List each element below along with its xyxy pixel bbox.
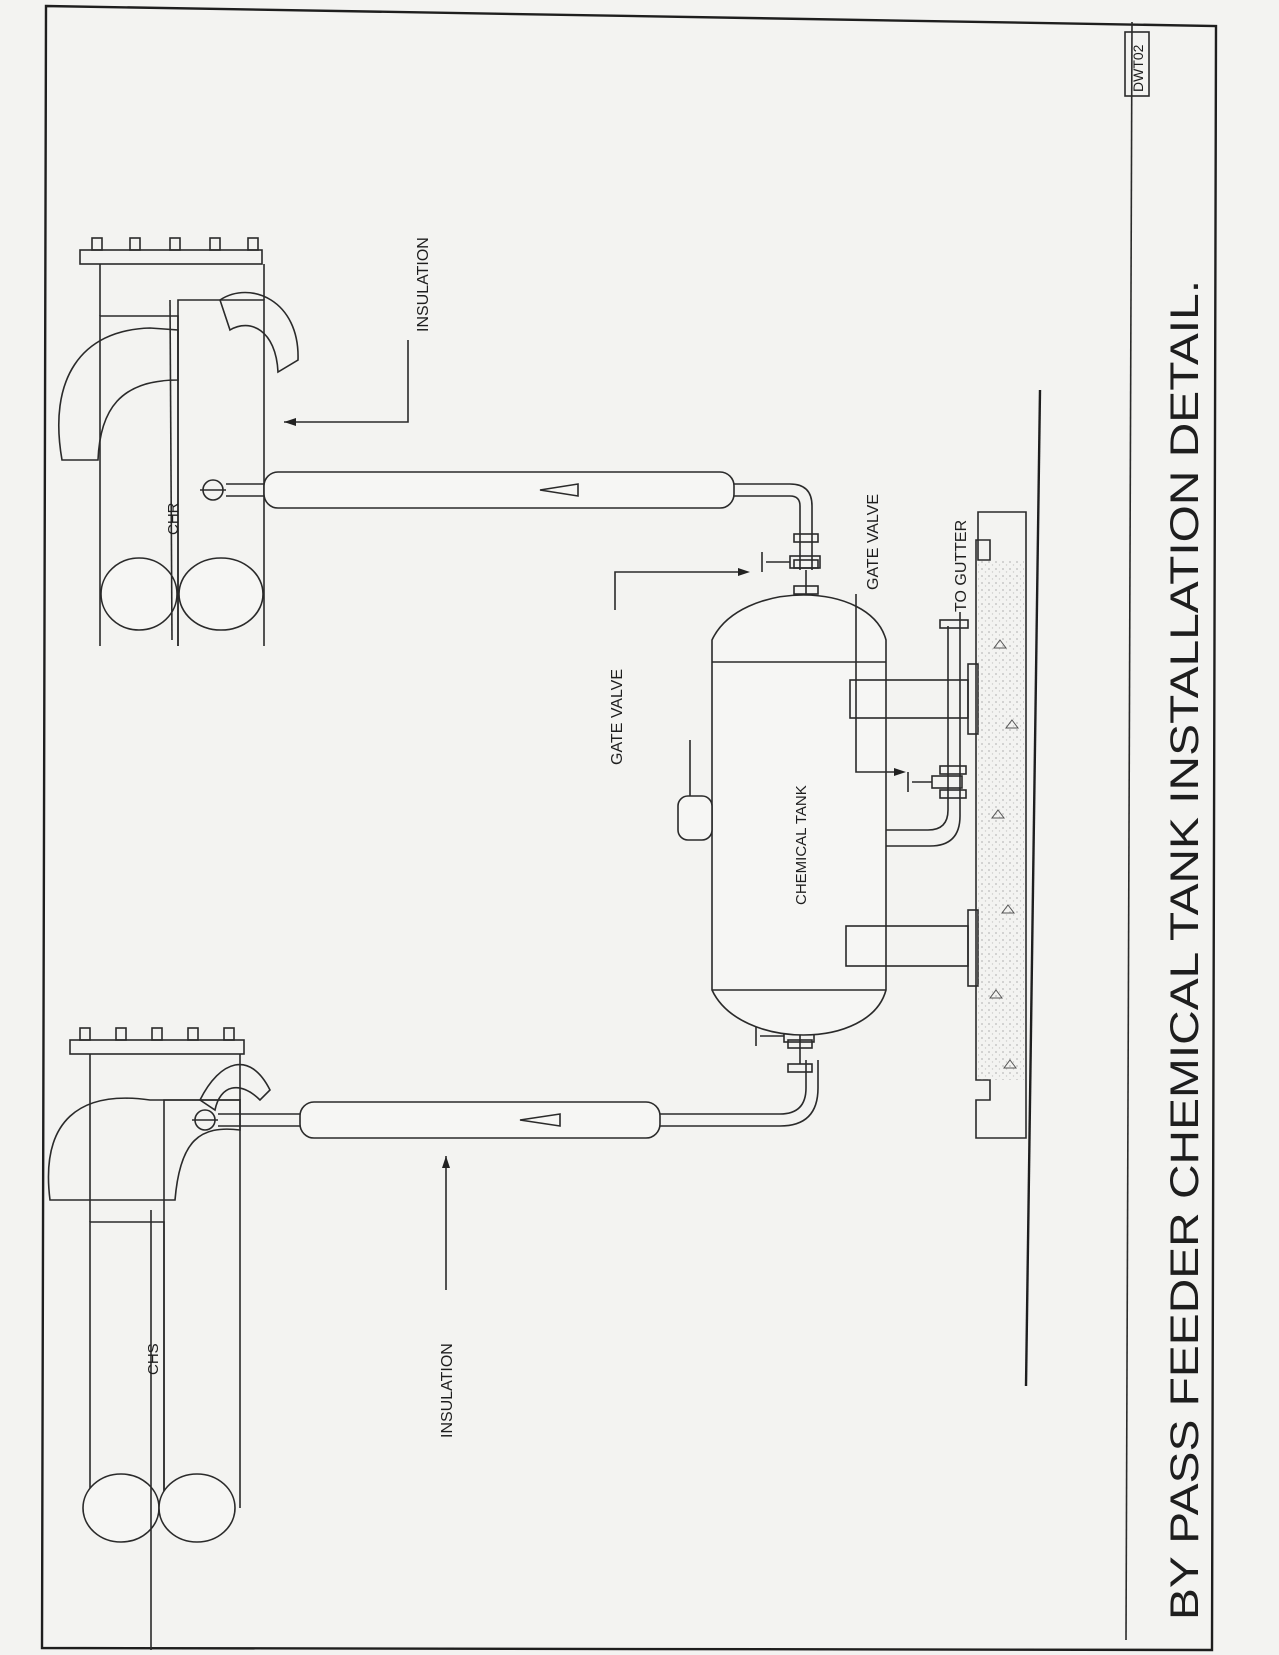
gate-valve-leader-2: GATE VALVE xyxy=(855,494,906,776)
chemical-tank-label: CHEMICAL TANK xyxy=(793,785,810,905)
drawing-id: DWT02 xyxy=(1130,44,1146,92)
gate-valve-drain xyxy=(907,772,963,792)
insulation-leader-left: INSULATION xyxy=(439,1156,456,1438)
flow-arrow-return xyxy=(539,483,579,497)
drawing-title: BY PASS FEEDER CHEMICAL TANK INSTALLATIO… xyxy=(1163,280,1207,1620)
chr-flange xyxy=(79,237,265,316)
to-gutter-label: TO GUTTER xyxy=(953,520,970,612)
floor-line xyxy=(1024,389,1042,1387)
flow-arrow-supply xyxy=(519,1113,561,1127)
drawing-id-box: DWT02 xyxy=(1124,31,1150,97)
chr-header-pipe: CHR xyxy=(58,291,299,646)
insulation-label-right: INSULATION xyxy=(415,237,432,332)
chs-header-pipe: CHS xyxy=(47,1063,271,1650)
supply-branch-pipe xyxy=(192,1010,819,1139)
border-frame xyxy=(40,4,1218,1652)
gate-valve-return xyxy=(761,552,821,572)
return-branch-pipe xyxy=(200,471,821,620)
chs-label: CHS xyxy=(145,1343,162,1375)
gate-valve-label-2: GATE VALVE xyxy=(865,494,882,590)
chs-flange xyxy=(69,1027,245,1222)
insulation-leader-right: INSULATION xyxy=(284,237,432,426)
chr-label: CHR xyxy=(165,502,182,535)
to-gutter-leader: TO GUTTER xyxy=(953,520,970,626)
gate-valve-label-1: GATE VALVE xyxy=(609,669,626,765)
gate-valve-leader-1: GATE VALVE xyxy=(609,568,750,765)
insulation-label-left: INSULATION xyxy=(439,1343,456,1438)
concrete-base xyxy=(975,511,1027,1139)
chemical-tank: CHEMICAL TANK xyxy=(677,594,887,1036)
drain-pipe xyxy=(886,619,969,847)
tank-fill-cap xyxy=(677,795,713,841)
